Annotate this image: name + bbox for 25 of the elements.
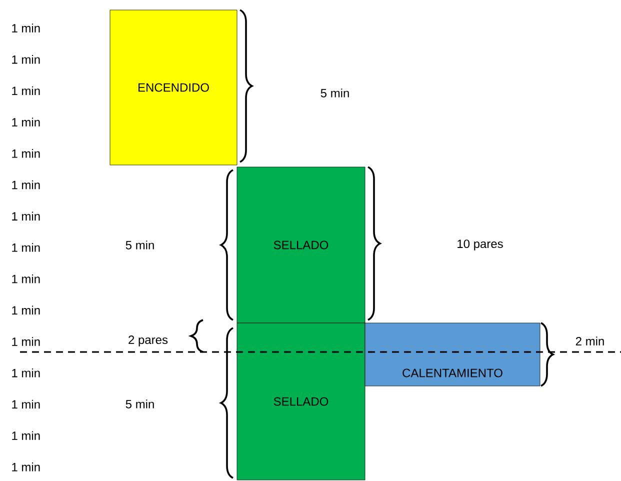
time-label: 1 min <box>12 337 40 346</box>
time-label: 1 min <box>12 118 40 126</box>
time-label: 1 min <box>12 180 40 190</box>
time-label: 1 min <box>12 400 40 409</box>
time-label: 1 min <box>12 431 40 440</box>
stage-box: ENCENDIDO <box>110 10 238 166</box>
stage-box: SELLADO <box>236 166 366 324</box>
time-label: 1 min <box>12 86 40 96</box>
brace-label: 5 min <box>124 240 156 250</box>
time-label: 1 min <box>12 368 40 378</box>
time-label: 1 min <box>12 149 40 158</box>
time-label: 1 min <box>12 462 40 472</box>
time-label: 1 min <box>12 306 40 314</box>
time-label: 1 min <box>12 243 40 252</box>
stage-box: SELLADO <box>236 322 366 480</box>
brace-label: 2 pares <box>127 334 170 348</box>
brace-label: 5 min <box>124 398 156 410</box>
time-label: 1 min <box>12 274 40 284</box>
brace-label: 5 min <box>319 88 351 98</box>
time-label: 1 min <box>12 24 40 32</box>
stage-box: CALENTAMIENTO <box>364 322 540 386</box>
brace-label: 2 min <box>574 336 606 346</box>
time-label: 1 min <box>12 212 40 220</box>
brace-label: 10 pares <box>456 238 504 252</box>
time-label: 1 min <box>12 55 40 64</box>
